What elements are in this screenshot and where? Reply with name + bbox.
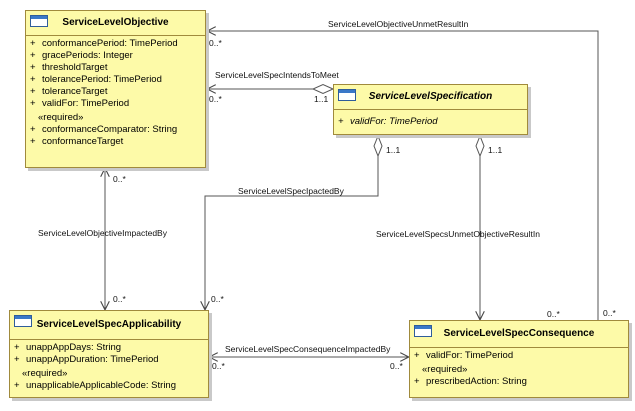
class-service-level-spec-consequence[interactable]: ServiceLevelSpecConsequence +validFor: T… — [409, 320, 629, 398]
mult-intends-sls: 1..1 — [314, 94, 329, 104]
class-name: ServiceLevelSpecApplicability — [36, 319, 182, 330]
class-service-level-objective[interactable]: ServiceLevelObjective +conformancePeriod… — [25, 10, 206, 168]
mult-ipacted-slsa: 0..* — [211, 294, 224, 304]
label-intends-to-meet: ServiceLevelSpecIntendsToMeet — [215, 70, 339, 80]
class-icon — [14, 315, 32, 327]
label-unmet-result: ServiceLevelObjectiveUnmetResultIn — [328, 19, 469, 29]
attribute: +unappAppDays: String — [14, 342, 122, 353]
attribute: +conformancePeriod: TimePeriod — [30, 38, 178, 49]
mult-cons-impacted-slsa: 0..* — [212, 361, 225, 371]
attribute: +conformanceComparator: String — [30, 124, 178, 135]
attribute: +validFor: TimePeriod — [414, 350, 514, 361]
class-name: ServiceLevelObjective — [62, 17, 169, 28]
mult-obj-impacted-slo: 0..* — [113, 174, 126, 184]
attribute: +toleranceTarget — [30, 86, 108, 97]
class-service-level-spec-applicability[interactable]: ServiceLevelSpecApplicability +unappAppD… — [9, 310, 209, 398]
attribute-compartment: +validFor: TimePeriod «required» +prescr… — [410, 348, 628, 390]
aggregation-diamond-specs-unmet — [475, 134, 485, 158]
class-name: ServiceLevelSpecConsequence — [443, 328, 595, 339]
attribute: +unapplicableApplicableCode: String — [14, 380, 176, 391]
class-header: ServiceLevelSpecification — [334, 85, 527, 110]
assoc-ipacted-line — [205, 156, 379, 309]
label-spec-ipacted-by: ServiceLevelSpecIpactedBy — [238, 186, 344, 196]
attribute: +unappAppDuration: TimePeriod — [14, 354, 159, 365]
class-name: ServiceLevelSpecification — [368, 91, 493, 102]
stereotype-label: «required» — [38, 112, 84, 123]
class-icon — [30, 15, 48, 27]
mult-specs-unmet-slsc: 0..* — [547, 309, 560, 319]
attribute-compartment: +conformancePeriod: TimePeriod +gracePer… — [26, 36, 205, 150]
attribute: +prescribedAction: String — [414, 376, 527, 387]
attribute-compartment: +unappAppDays: String +unappAppDuration:… — [10, 340, 208, 394]
mult-cons-impacted-slsc: 0..* — [390, 361, 403, 371]
attribute-compartment: +validFor: TimePeriod — [334, 110, 527, 130]
mult-ipacted-sls: 1..1 — [386, 145, 401, 155]
class-icon — [414, 325, 432, 337]
class-icon — [338, 89, 356, 101]
attribute: +gracePeriods: Integer — [30, 50, 133, 61]
class-header: ServiceLevelObjective — [26, 11, 205, 36]
mult-obj-impacted-slsa: 0..* — [113, 294, 126, 304]
attribute: +validFor: TimePeriod — [30, 98, 130, 109]
aggregation-diamond-intends — [311, 83, 335, 95]
class-service-level-specification[interactable]: ServiceLevelSpecification +validFor: Tim… — [333, 84, 528, 135]
class-header: ServiceLevelSpecConsequence — [410, 321, 628, 348]
attribute: +validFor: TimePeriod — [338, 116, 438, 127]
attribute: +thresholdTarget — [30, 62, 108, 73]
label-specs-unmet-objective: ServiceLevelSpecsUnmetObjectiveResultIn — [376, 229, 540, 239]
stereotype-label: «required» — [422, 364, 468, 375]
class-header: ServiceLevelSpecApplicability — [10, 311, 208, 340]
assoc-unmet-result-line — [208, 31, 599, 320]
mult-specs-unmet-sls: 1..1 — [488, 145, 503, 155]
stereotype-label: «required» — [22, 368, 68, 379]
mult-intends-slo: 0..* — [209, 94, 222, 104]
aggregation-diamond-ipacted — [373, 134, 383, 158]
label-consequence-impacted-by: ServiceLevelSpecConsequenceImpactedBy — [225, 344, 391, 354]
attribute: +conformanceTarget — [30, 136, 124, 147]
attribute: +tolerancePeriod: TimePeriod — [30, 74, 162, 85]
mult-unmet-slsc: 0..* — [603, 308, 616, 318]
label-objective-impacted-by: ServiceLevelObjectiveImpactedBy — [38, 228, 167, 238]
mult-unmet-slo: 0..* — [209, 38, 222, 48]
